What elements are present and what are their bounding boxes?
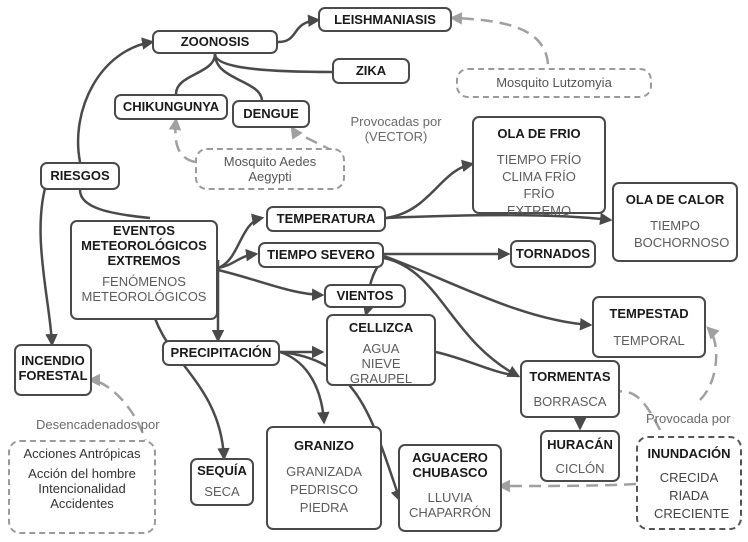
tempestad-subtitle: TEMPORAL (613, 333, 685, 348)
aguacero-node: AGUACERO CHUBASCO LLUVIA CHAPARRÓN (398, 444, 502, 532)
sequia-subtitle: SECA (204, 484, 240, 499)
edge-lutzomyia-leishmaniasis (449, 12, 550, 65)
precipitacion-title: PRECIPITACIÓN (170, 345, 272, 360)
vientos-node: VIENTOS (324, 284, 406, 308)
edge-zoonosis-leishmaniasis (277, 14, 321, 44)
edge-zoonosis-dengue (213, 53, 264, 101)
precipitacion-node: PRECIPITACIÓN (162, 340, 280, 366)
tormentas-subtitle: BORRASCA (533, 394, 607, 409)
edge-zoonosis-zika (213, 53, 333, 74)
mosquito-aedes-text: Mosquito Aedes Aegypti (223, 154, 317, 184)
eventos-title: EVENTOS METEOROLÓGICOS EXTREMOS (81, 223, 207, 268)
huracan-node: HURACÁN CICLÓN (540, 430, 620, 482)
edge-precipitacion-aguacero (279, 350, 403, 503)
dengue-title: DENGUE (243, 106, 299, 121)
tormentas-title: TORMENTAS (529, 369, 611, 384)
zoonosis-node: ZOONOSIS (152, 30, 278, 54)
granizo-node: GRANIZO GRANIZADA PEDRISCO PIEDRA (266, 426, 382, 530)
provocadas-vector-label: Provocadas por (VECTOR) (350, 114, 442, 144)
mosquito-aedes-node: Mosquito Aedes Aegypti (195, 148, 345, 190)
leishmaniasis-title: LEISHMANIASIS (334, 12, 436, 27)
edge-eventos-sequia (148, 299, 230, 461)
tornados-title: TORNADOS (515, 246, 591, 261)
tormentas-node: TORMENTAS BORRASCA (520, 360, 620, 418)
vientos-title: VIENTOS (336, 288, 394, 303)
edge-tiempo-severo-tempestad (383, 254, 593, 331)
sequia-title: SEQUÍA (197, 463, 247, 478)
mosquito-lutzomyia-node: Mosquito Lutzomyia (456, 68, 652, 98)
incendio-title: INCENDIO FORESTAL (18, 353, 88, 383)
riesgos-node: RIESGOS (40, 162, 120, 190)
edge-aedes-chikungunya (168, 117, 196, 164)
ola-calor-subtitle: TIEMPO BOCHORNOSO (634, 218, 730, 250)
leishmaniasis-node: LEISHMANIASIS (318, 7, 452, 32)
riesgos-title: RIESGOS (50, 168, 110, 183)
edge-temperatura-ola-frio (385, 159, 475, 220)
inundacion-title: INUNDACIÓN (647, 446, 731, 461)
incendio-node: INCENDIO FORESTAL (14, 344, 92, 396)
temperatura-title: TEMPERATURA (276, 211, 376, 226)
tornados-node: TORNADOS (510, 240, 596, 268)
tiempo-severo-node: TIEMPO SEVERO (258, 242, 384, 268)
huracan-title: HURACÁN (547, 437, 613, 452)
acciones-node: Acciones Antrópicas Acción del hombre In… (8, 440, 156, 534)
edge-tiempo-severo-tormentas (383, 256, 521, 378)
edge-riesgos-eventos (78, 189, 151, 220)
chikungunya-node: CHIKUNGUNYA (114, 94, 228, 120)
edge-eventos-temperatura (217, 213, 265, 270)
dengue-node: DENGUE (232, 100, 310, 128)
eventos-subtitle: FENÓMENOS METEOROLÓGICOS (81, 274, 207, 304)
ola-calor-node: OLA DE CALOR TIEMPO BOCHORNOSO (612, 182, 738, 262)
cellizca-node: CELLIZCA AGUA NIEVE GRAUPEL (326, 314, 436, 386)
inundacion-node: INUNDACIÓN CRECIDA RIADA CRECIENTE (636, 436, 742, 530)
edge-inundacion-aguacero (497, 479, 637, 493)
sequia-node: SEQUÍA SECA (190, 458, 254, 506)
edge-inundacion-tempestad (699, 326, 720, 401)
tempestad-node: TEMPESTAD TEMPORAL (592, 296, 706, 358)
temperatura-node: TEMPERATURA (266, 206, 386, 232)
acciones-text: Acciones Antrópicas (23, 446, 141, 461)
edge-precipitacion-granizo (279, 350, 330, 425)
ola-frio-subtitle: TIEMPO FRÍO CLIMA FRÍO FRÍO EXTREMO (496, 152, 582, 218)
granizo-title: GRANIZO (294, 438, 354, 453)
desencadenados-label: Desencadenados por (36, 417, 160, 432)
edge-acciones-incendio (87, 373, 152, 471)
ola-frio-node: OLA DE FRIO TIEMPO FRÍO CLIMA FRÍO FRÍO … (472, 116, 606, 218)
ola-calor-title: OLA DE CALOR (625, 192, 725, 207)
edge-riesgos-zoonosis (76, 37, 155, 163)
zika-title: ZIKA (355, 63, 387, 78)
provocada-por-label: Provocada por (646, 411, 731, 426)
zika-node: ZIKA (332, 58, 410, 84)
cellizca-subtitle: AGUA NIEVE GRAUPEL (349, 341, 413, 386)
cellizca-title: CELLIZCA (348, 320, 414, 335)
tiempo-severo-title: TIEMPO SEVERO (267, 247, 375, 262)
chikungunya-title: CHIKUNGUNYA (122, 99, 220, 114)
aguacero-subtitle: LLUVIA CHAPARRÓN (408, 490, 492, 520)
acciones-detail: Acción del hombre Intencionalidad Accide… (28, 466, 136, 511)
ola-frio-title: OLA DE FRIO (497, 126, 581, 141)
mosquito-lutzomyia-text: Mosquito Lutzomyia (496, 75, 612, 90)
edge-eventos-vientos (217, 268, 325, 301)
eventos-node: EVENTOS METEOROLÓGICOS EXTREMOS FENÓMENO… (70, 220, 218, 320)
granizo-subtitle: GRANIZADA PEDRISCO PIEDRA (286, 464, 362, 515)
tempestad-title: TEMPESTAD (609, 306, 689, 321)
zoonosis-title: ZOONOSIS (180, 34, 250, 49)
edge-eventos-tiempo-severo (217, 248, 259, 270)
huracan-subtitle: CICLÓN (555, 461, 605, 476)
edge-cellizca-tormentas (435, 350, 519, 378)
edge-temperatura-ola-calor (385, 212, 613, 226)
inundacion-subtitle: CRECIDA RIADA CRECIENTE (654, 470, 730, 521)
aguacero-title: AGUACERO CHUBASCO (412, 450, 488, 480)
edge-riesgos-incendio (39, 177, 58, 347)
edge-zoonosis-chikungunya (174, 53, 217, 95)
